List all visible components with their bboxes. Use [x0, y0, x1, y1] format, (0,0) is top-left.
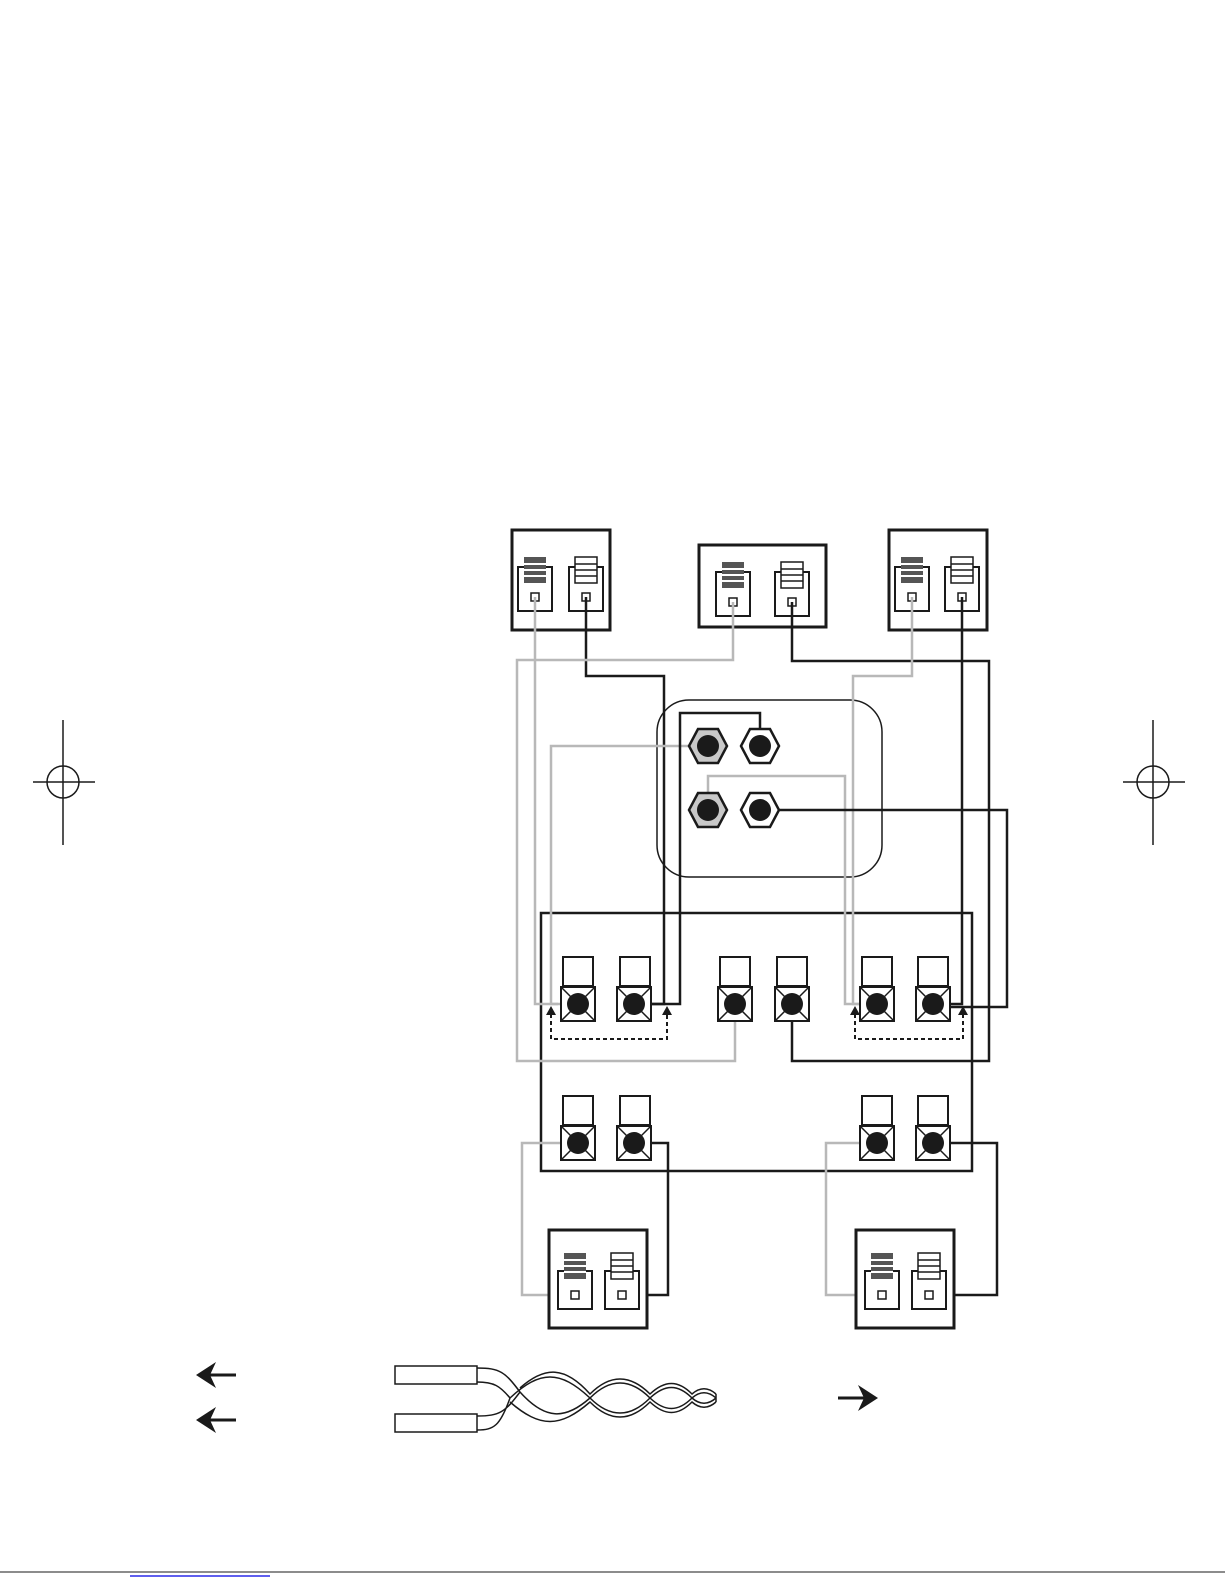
receiver-terminals-surround-right — [860, 1096, 950, 1160]
phono-jack-white — [741, 729, 779, 763]
phono-jack-grey — [689, 729, 727, 763]
center-speaker — [699, 545, 826, 627]
terminal-positive-icon — [871, 1253, 893, 1279]
front-left-speaker — [512, 530, 610, 630]
phono-input-panel — [657, 700, 882, 877]
receiver-terminals-front-right — [860, 957, 950, 1021]
surround-left-speaker — [549, 1230, 647, 1328]
surround-right-speaker — [856, 1230, 954, 1328]
terminal-negative-icon — [951, 557, 973, 583]
terminal-negative-icon — [781, 562, 803, 588]
terminal-positive-icon — [564, 1253, 586, 1279]
terminal-positive-icon — [524, 557, 546, 583]
terminal-negative-icon — [611, 1253, 633, 1279]
arrow-left-icon — [196, 1407, 236, 1433]
phono-jack-grey — [689, 793, 727, 827]
receiver-terminals-surround-left — [561, 1096, 651, 1160]
terminal-negative-icon — [918, 1253, 940, 1279]
speaker-wire — [395, 1366, 716, 1432]
front-right-speaker — [889, 530, 987, 630]
jumper-arrowheads — [546, 1006, 968, 1015]
receiver-terminals-center — [718, 957, 809, 1021]
registration-mark-right — [1123, 720, 1185, 845]
terminal-positive-icon — [722, 562, 744, 588]
terminal-negative-icon — [575, 557, 597, 583]
arrow-left-icon — [196, 1362, 236, 1388]
receiver-terminals-front-left — [561, 957, 651, 1021]
receiver-back-panel — [541, 913, 972, 1171]
arrow-right-icon — [838, 1385, 878, 1411]
registration-mark-left — [33, 720, 95, 845]
terminal-positive-icon — [901, 557, 923, 583]
phono-jack-white — [741, 793, 779, 827]
jumper-dashed-lines — [551, 1014, 963, 1039]
